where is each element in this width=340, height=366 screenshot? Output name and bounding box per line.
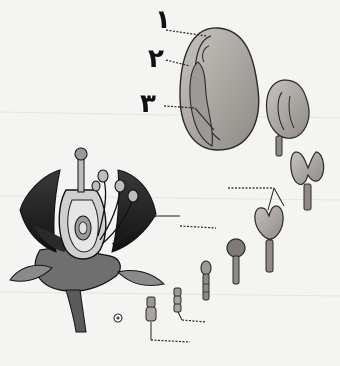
flower-section bbox=[10, 148, 216, 332]
label-2: ٢ bbox=[148, 44, 164, 74]
leader-line-flower-c bbox=[180, 226, 216, 228]
label-1: ١ bbox=[155, 5, 171, 35]
zygote bbox=[114, 314, 122, 322]
leader-line-two-cell bbox=[151, 340, 190, 342]
embryo-stage-few-cell bbox=[174, 288, 206, 322]
embryo-stage-torpedo bbox=[291, 152, 324, 210]
embryo-stage-two-cell bbox=[146, 297, 190, 342]
embryo-stage-bent-cotyledon bbox=[267, 80, 309, 156]
label-group-1: ١ bbox=[155, 5, 206, 36]
embryo-stage-globular bbox=[227, 239, 245, 284]
embryo-stage-heart bbox=[255, 206, 283, 272]
mature-embryo bbox=[180, 28, 259, 150]
leader-line-heart-b bbox=[274, 188, 284, 206]
leader-line-few-cell bbox=[182, 320, 206, 322]
embryo-stage-proembryo bbox=[201, 261, 211, 300]
label-3: ٣ bbox=[140, 89, 156, 119]
